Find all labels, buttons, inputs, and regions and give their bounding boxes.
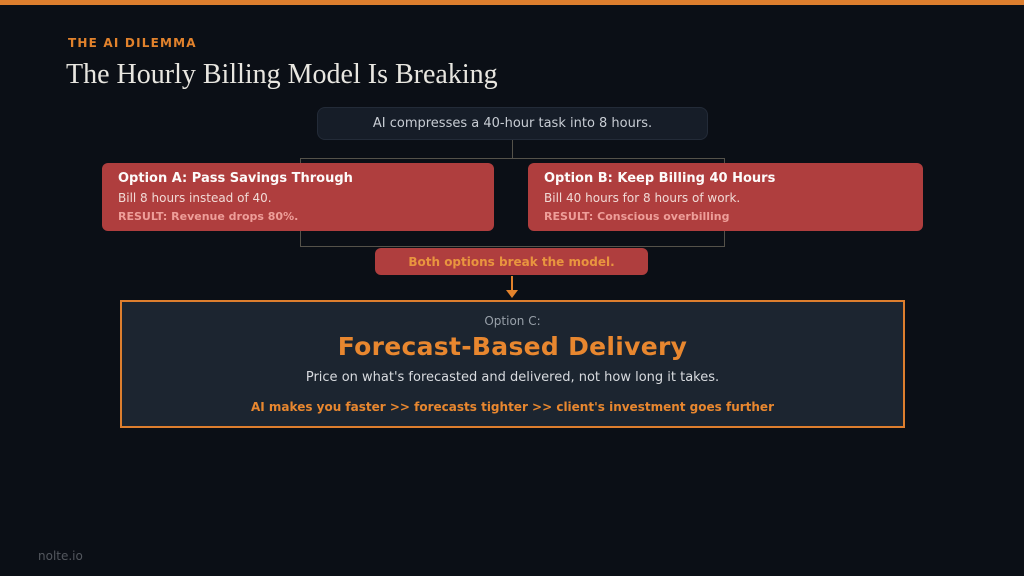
verdict-pill: Both options break the model. <box>375 248 648 275</box>
down-arrow-icon <box>506 290 518 298</box>
option-a-result: RESULT: Revenue drops 80%. <box>118 210 299 223</box>
page-title: The Hourly Billing Model Is Breaking <box>66 59 498 90</box>
brand-footer: nolte.io <box>38 549 83 563</box>
kicker: THE AI DILEMMA <box>68 36 197 50</box>
premise-text: AI compresses a 40-hour task into 8 hour… <box>372 116 653 131</box>
down-arrow-line <box>511 276 513 291</box>
option-c-body: Price on what's forecasted and delivered… <box>305 370 720 385</box>
option-c-label: Option C: <box>484 314 541 328</box>
top-accent-bar <box>0 0 1024 5</box>
option-b-body: Bill 40 hours for 8 hours of work. <box>544 191 741 205</box>
option-a-body: Bill 8 hours instead of 40. <box>118 191 272 205</box>
premise-box: AI compresses a 40-hour task into 8 hour… <box>317 107 708 140</box>
verdict-text: Both options break the model. <box>408 254 615 269</box>
option-c-title: Forecast-Based Delivery <box>337 332 688 361</box>
option-a-title: Option A: Pass Savings Through <box>118 171 353 186</box>
option-b-card: Option B: Keep Billing 40 Hours Bill 40 … <box>528 163 923 231</box>
option-c-tagline: AI makes you faster >> forecasts tighter… <box>251 400 774 414</box>
connector-vertical-line <box>512 140 513 158</box>
option-b-title: Option B: Keep Billing 40 Hours <box>544 171 776 186</box>
option-a-card: Option A: Pass Savings Through Bill 8 ho… <box>102 163 494 231</box>
option-b-result: RESULT: Conscious overbilling <box>544 210 730 223</box>
option-c-panel: Option C: Forecast-Based Delivery Price … <box>120 300 905 428</box>
